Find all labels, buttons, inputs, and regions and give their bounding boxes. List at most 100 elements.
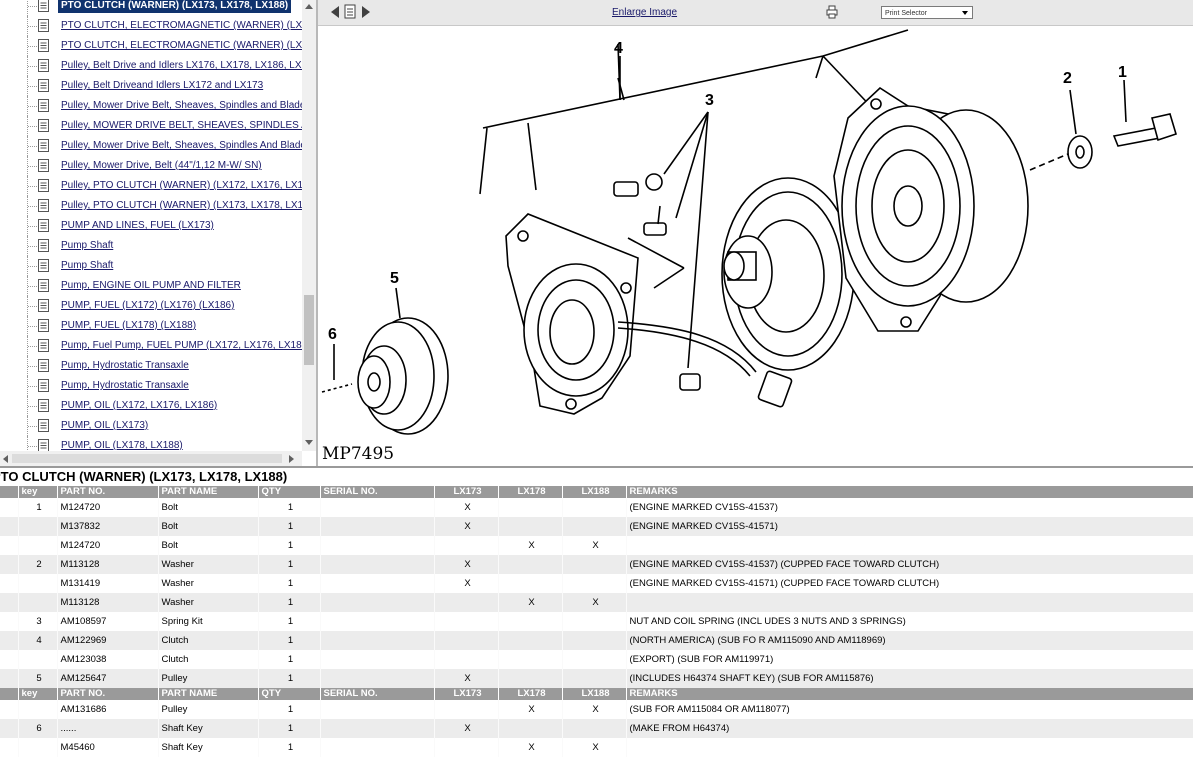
tree-item-label[interactable]: Pump Shaft xyxy=(61,260,114,271)
column-header[interactable]: REMARKS xyxy=(626,486,1193,498)
row-spacer xyxy=(0,574,19,593)
tree-item-label[interactable]: PUMP, OIL (LX173) xyxy=(61,420,149,431)
column-header[interactable]: LX178 xyxy=(498,486,563,498)
remarks-cell: (INCLUDES H64374 SHAFT KEY) (SUB FOR AM1… xyxy=(626,669,1193,688)
tree-item-label[interactable]: Pulley, Mower Drive Belt, Sheaves, Spind… xyxy=(61,100,302,111)
tree-item[interactable]: Pulley, Mower Drive Belt, Sheaves, Spind… xyxy=(0,96,302,116)
column-header[interactable]: PART NAME xyxy=(158,486,259,498)
scroll-thumb-horizontal[interactable] xyxy=(12,454,282,463)
tree-item-label[interactable]: PUMP AND LINES, FUEL (LX173) xyxy=(61,220,214,231)
tree-item-label[interactable]: Pulley, MOWER DRIVE BELT, SHEAVES, SPIND… xyxy=(61,120,302,131)
column-header[interactable]: QTY xyxy=(258,486,321,498)
column-header[interactable]: LX173 xyxy=(434,486,499,498)
printer-icon[interactable] xyxy=(826,5,838,19)
tree-item-label[interactable]: PUMP, FUEL (LX178) (LX188) xyxy=(61,320,197,331)
tree-item[interactable]: PUMP, OIL (LX173) xyxy=(0,416,302,436)
tree-item[interactable]: Pump, Hydrostatic Transaxle xyxy=(0,356,302,376)
tree-item-label[interactable]: PTO CLUTCH, ELECTROMAGNETIC (WARNER) (LX… xyxy=(61,20,302,31)
tree-item-label[interactable]: Pulley, PTO CLUTCH (WARNER) (LX172, LX17… xyxy=(61,180,302,191)
document-icon xyxy=(38,39,49,52)
tree-item[interactable]: Pulley, PTO CLUTCH (WARNER) (LX172, LX17… xyxy=(0,176,302,196)
scroll-thumb[interactable] xyxy=(304,295,314,365)
tree-item-label[interactable]: Pulley, Belt Drive and Idlers LX176, LX1… xyxy=(61,60,302,71)
tree-item[interactable]: PUMP, FUEL (LX172) (LX176) (LX186) xyxy=(0,296,302,316)
column-header[interactable]: LX188 xyxy=(562,688,627,700)
tree-item-label[interactable]: Pulley, Belt Driveand Idlers LX172 and L… xyxy=(61,80,264,91)
column-header[interactable]: key xyxy=(18,688,58,700)
tree-item[interactable]: PUMP, OIL (LX172, LX176, LX186) xyxy=(0,396,302,416)
tree-item[interactable]: Pump, Hydrostatic Transaxle xyxy=(0,376,302,396)
print-selector-dropdown[interactable]: Print Selector xyxy=(881,6,973,19)
column-header[interactable]: LX188 xyxy=(562,486,627,498)
tree-item-label[interactable]: Pump, ENGINE OIL PUMP AND FILTER xyxy=(61,280,241,291)
tree-item-label[interactable]: Pump, Hydrostatic Transaxle xyxy=(61,360,189,371)
tree-horizontal-scrollbar[interactable] xyxy=(0,451,302,466)
column-header[interactable]: QTY xyxy=(258,688,321,700)
previous-arrow-icon[interactable] xyxy=(328,4,342,20)
tree-item-label[interactable]: PTO CLUTCH (WARNER) (LX173, LX178, LX188… xyxy=(58,0,292,13)
tree-item[interactable]: PTO CLUTCH, ELECTROMAGNETIC (WARNER) (LX… xyxy=(0,36,302,56)
column-header[interactable]: SERIAL NO. xyxy=(320,486,435,498)
tree-item-label[interactable]: PUMP, FUEL (LX172) (LX176) (LX186) xyxy=(61,300,235,311)
column-header[interactable]: REMARKS xyxy=(626,688,1193,700)
tree-item[interactable]: Pump Shaft xyxy=(0,236,302,256)
document-icon[interactable] xyxy=(343,4,357,20)
document-icon xyxy=(38,279,49,292)
column-header[interactable]: PART NO. xyxy=(57,486,159,498)
scroll-left-arrow-icon[interactable] xyxy=(3,455,8,463)
tree-item-label[interactable]: Pulley, Mower Drive, Belt (44"/1,12 M-W/… xyxy=(61,160,262,171)
tree-item[interactable]: PTO CLUTCH (WARNER) (LX173, LX178, LX188… xyxy=(0,0,302,16)
tree-item[interactable]: PUMP AND LINES, FUEL (LX173) xyxy=(0,216,302,236)
tree-item-label[interactable]: Pump, Fuel Pump, FUEL PUMP (LX172, LX176… xyxy=(61,340,302,351)
tree-item-label[interactable]: PUMP, OIL (LX172, LX176, LX186) xyxy=(61,400,218,411)
tree-item[interactable]: Pump Shaft xyxy=(0,256,302,276)
column-header[interactable]: key xyxy=(18,486,58,498)
next-arrow-icon[interactable] xyxy=(359,4,373,20)
pane-divider[interactable] xyxy=(316,0,318,466)
tree-item[interactable]: Pulley, Mower Drive Belt, Sheaves, Spind… xyxy=(0,136,302,156)
tree-item[interactable]: PTO CLUTCH, ELECTROMAGNETIC (WARNER) (LX… xyxy=(0,16,302,36)
column-header[interactable]: SERIAL NO. xyxy=(320,688,435,700)
enlarge-image-link[interactable]: Enlarge Image xyxy=(612,7,678,18)
lx173-cell xyxy=(434,612,499,631)
tree-item[interactable]: PUMP, FUEL (LX178) (LX188) xyxy=(0,316,302,336)
scroll-up-arrow-icon[interactable] xyxy=(305,4,313,9)
tree-item[interactable]: PUMP, OIL (LX178, LX188) xyxy=(0,436,302,451)
tree-item-label[interactable]: PUMP, OIL (LX178, LX188) xyxy=(61,440,183,451)
exploded-parts-diagram[interactable]: 4 3 2 1 5 6 MP7495 xyxy=(318,26,1193,466)
lx173-cell xyxy=(434,631,499,650)
tree-item[interactable]: Pump, Fuel Pump, FUEL PUMP (LX172, LX176… xyxy=(0,336,302,356)
tree-item-label[interactable]: Pulley, PTO CLUTCH (WARNER) (LX173, LX17… xyxy=(61,200,302,211)
tree-item[interactable]: Pulley, Belt Drive and Idlers LX176, LX1… xyxy=(0,56,302,76)
scroll-down-arrow-icon[interactable] xyxy=(305,440,313,445)
remarks-cell xyxy=(626,593,1193,612)
scroll-right-arrow-icon[interactable] xyxy=(289,455,294,463)
tree-item[interactable]: Pulley, PTO CLUTCH (WARNER) (LX173, LX17… xyxy=(0,196,302,216)
tree-item[interactable]: Pulley, MOWER DRIVE BELT, SHEAVES, SPIND… xyxy=(0,116,302,136)
tree-item-label[interactable]: PTO CLUTCH, ELECTROMAGNETIC (WARNER) (LX… xyxy=(61,40,302,51)
tree-item[interactable]: Pulley, Belt Driveand Idlers LX172 and L… xyxy=(0,76,302,96)
tree-item[interactable]: Pulley, Mower Drive, Belt (44"/1,12 M-W/… xyxy=(0,156,302,176)
tree-item-label[interactable]: Pump Shaft xyxy=(61,240,114,251)
column-header[interactable]: PART NAME xyxy=(158,688,259,700)
tree-item-label[interactable]: Pump, Hydrostatic Transaxle xyxy=(61,380,189,391)
tree-item-label[interactable]: Pulley, Mower Drive Belt, Sheaves, Spind… xyxy=(61,140,302,151)
tree-vertical-scrollbar[interactable] xyxy=(302,0,316,451)
column-header[interactable]: PART NO. xyxy=(57,688,159,700)
column-header[interactable]: LX178 xyxy=(498,688,563,700)
tree-item[interactable]: Pump, ENGINE OIL PUMP AND FILTER xyxy=(0,276,302,296)
column-header[interactable]: LX173 xyxy=(434,688,499,700)
